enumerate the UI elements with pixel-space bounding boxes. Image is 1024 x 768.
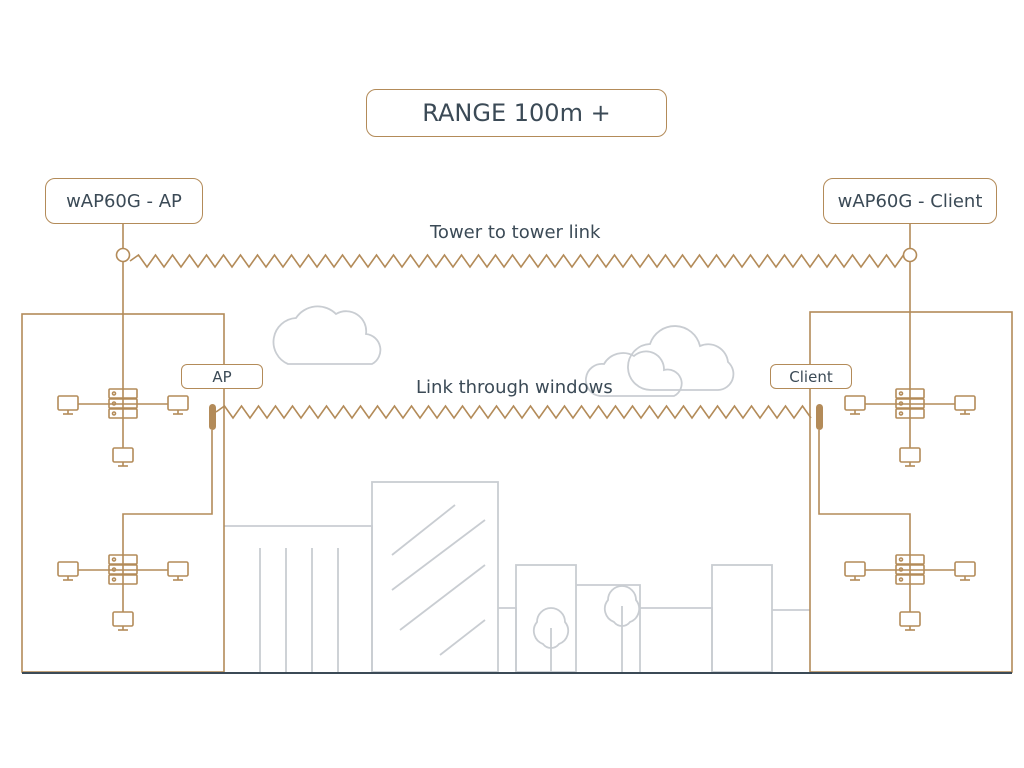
window-link-wave	[215, 404, 812, 420]
network-cluster-left-upper	[57, 388, 189, 467]
monitor-icon	[57, 395, 79, 415]
client-tag: Client	[770, 364, 852, 389]
ap-tag: AP	[181, 364, 263, 389]
cloud-right	[585, 325, 735, 397]
window-link-label: Link through windows	[416, 377, 613, 398]
tower-link-wave	[129, 253, 905, 269]
monitor-icon	[57, 561, 79, 581]
range-title: RANGE 100m +	[366, 89, 667, 137]
network-cluster-left-lower	[57, 554, 189, 631]
antenna-client-icon	[902, 247, 918, 263]
monitor-icon	[112, 611, 134, 631]
monitor-icon	[844, 561, 866, 581]
window-antenna-client-icon	[816, 404, 823, 430]
monitor-icon	[954, 395, 976, 415]
monitor-icon	[167, 395, 189, 415]
network-cluster-right-lower	[844, 554, 976, 631]
monitor-icon	[899, 447, 921, 467]
cloud-left	[272, 305, 382, 365]
monitor-icon	[954, 561, 976, 581]
tower-link-label: Tower to tower link	[430, 222, 601, 243]
client-device-label: wAP60G - Client	[823, 178, 997, 224]
network-cluster-right-upper	[844, 388, 976, 467]
monitor-icon	[112, 447, 134, 467]
city-skyline	[224, 481, 810, 673]
ap-device-label: wAP60G - AP	[45, 178, 203, 224]
monitor-icon	[167, 561, 189, 581]
antenna-ap-icon	[115, 247, 131, 263]
monitor-icon	[844, 395, 866, 415]
window-antenna-ap-icon	[209, 404, 216, 430]
monitor-icon	[899, 611, 921, 631]
